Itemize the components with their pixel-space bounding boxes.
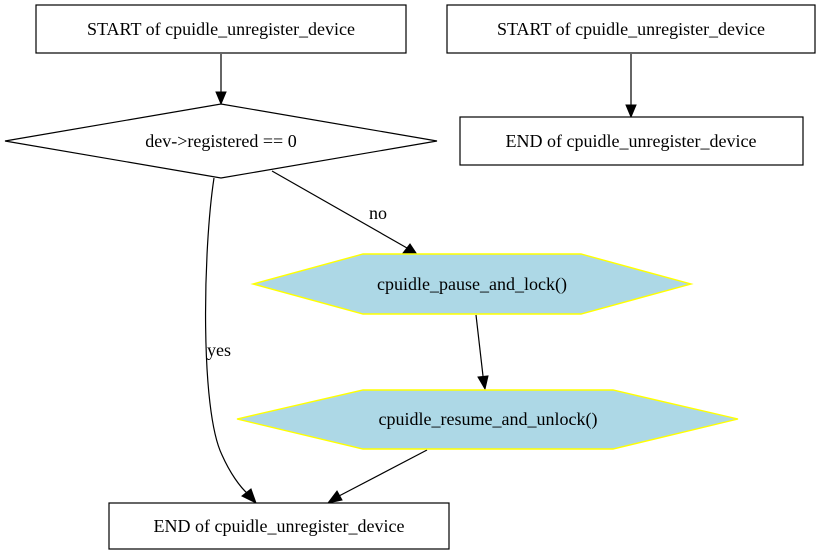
end-node-right-label: END of cpuidle_unregister_device: [506, 131, 757, 151]
start-node-left: START of cpuidle_unregister_device: [35, 4, 407, 54]
resume-unlock-label: cpuidle_resume_and_unlock(): [379, 409, 598, 430]
resume-unlock-shape: [236, 389, 739, 450]
edge-start-right-to-end-right: [625, 54, 637, 119]
edge-label-yes: yes: [207, 340, 231, 360]
start-node-right-label: START of cpuidle_unregister_device: [497, 19, 765, 39]
decision-node-label: dev->registered == 0: [145, 131, 296, 151]
resume-unlock-node: cpuidle_resume_and_unlock(): [236, 389, 739, 450]
edge-pause-to-resume: [475, 314, 489, 391]
edge-start-to-decision: [215, 54, 227, 106]
end-node-left-label: END of cpuidle_unregister_device: [154, 516, 405, 536]
pause-lock-shape: [250, 253, 694, 315]
decision-node: dev->registered == 0: [4, 103, 438, 179]
start-node-left-label: START of cpuidle_unregister_device: [87, 19, 355, 39]
end-node-left: END of cpuidle_unregister_device: [108, 502, 450, 550]
edge-decision-no: [271, 170, 420, 257]
edge-decision-yes: [204, 177, 257, 505]
start-node-right: START of cpuidle_unregister_device: [446, 4, 816, 54]
end-node-right: END of cpuidle_unregister_device: [459, 116, 804, 166]
edge-resume-to-end: [326, 449, 428, 504]
pause-lock-label: cpuidle_pause_and_lock(): [377, 274, 567, 295]
pause-lock-node: cpuidle_pause_and_lock(): [250, 253, 694, 315]
edge-label-no: no: [369, 203, 387, 223]
